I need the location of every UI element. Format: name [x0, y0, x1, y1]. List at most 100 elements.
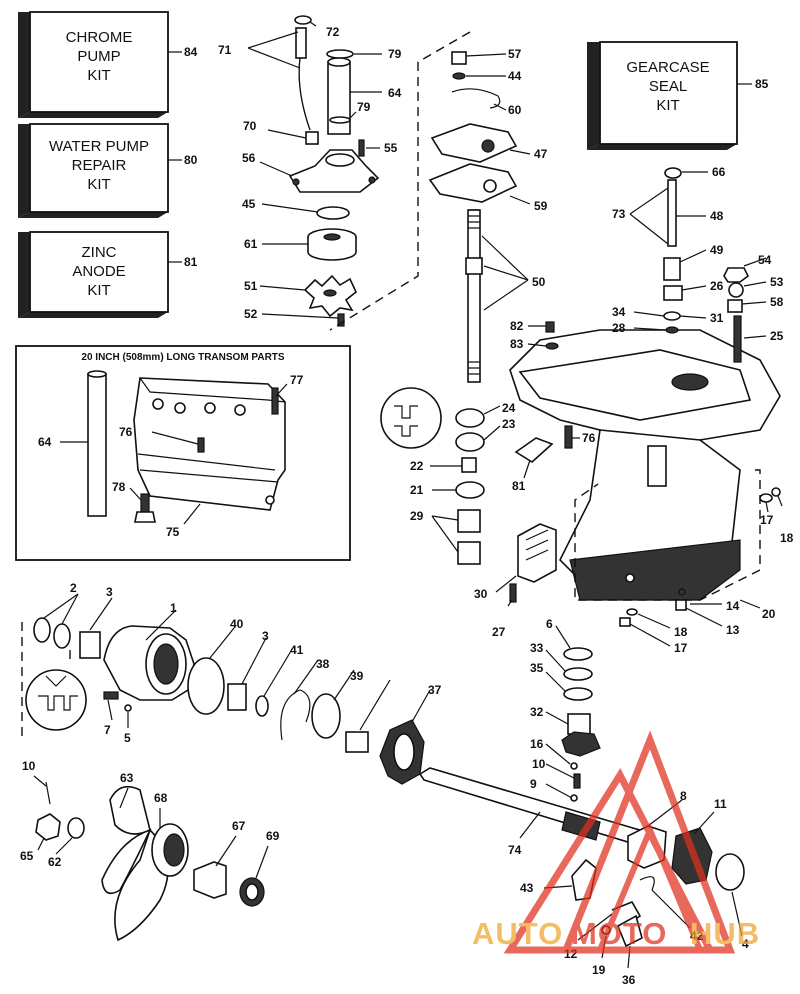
callout-label: 76 — [119, 425, 133, 439]
callout-label: 31 — [710, 311, 724, 325]
callout-label: 43 — [520, 881, 534, 895]
callout-label: 65 — [20, 849, 34, 863]
callout-label: 77 — [290, 373, 304, 387]
callout-label: 73 — [612, 207, 626, 221]
callout-label: 28 — [612, 321, 626, 335]
long-transom-inset: 20 INCH (508mm) LONG TRANSOM PARTS 77 76… — [15, 345, 351, 561]
callout-label: 23 — [502, 417, 516, 431]
callout-label: 44 — [508, 69, 522, 83]
callout-label: 20 — [762, 607, 776, 621]
watermark-text-hub: HUB — [690, 916, 760, 951]
callout-label: 60 — [508, 103, 522, 117]
callout-label: 2 — [70, 581, 77, 595]
callout-label: 1 — [170, 601, 177, 615]
callout-label: 16 — [530, 737, 544, 751]
callout-label: 36 — [622, 973, 636, 987]
water-pump-group — [247, 15, 382, 327]
callout-label: 19 — [592, 963, 606, 977]
callout-label: 24 — [502, 401, 516, 415]
driveshaft-group — [428, 51, 531, 383]
callout-label: 11 — [714, 797, 727, 811]
callout-label: 32 — [530, 705, 544, 719]
callout-label: 22 — [410, 459, 424, 473]
callout-label: 10 — [532, 757, 546, 771]
dashed-assembly-line — [329, 31, 471, 331]
tube-part — [87, 373, 107, 517]
kit-line: KIT — [87, 176, 110, 193]
gearcase-housing — [509, 329, 781, 601]
callout-label: 47 — [534, 147, 548, 161]
kit-box-gearcase-seal: GEARCASE SEAL KIT 85 — [587, 41, 769, 150]
callout-label: 8 — [680, 789, 687, 803]
callout-label: 18 — [674, 625, 688, 639]
callout-label: 53 — [770, 275, 784, 289]
callout-label: 56 — [242, 151, 256, 165]
kit-line: CHROME — [66, 29, 133, 46]
callout-label: 9 — [530, 777, 537, 791]
callout-label: 51 — [244, 279, 258, 293]
callout-label: 82 — [510, 319, 524, 333]
callout-label: 30 — [474, 587, 488, 601]
callout-label: 18 — [780, 531, 794, 545]
callout-label: 59 — [534, 199, 548, 213]
callout-label: 4 — [742, 937, 749, 951]
callout-label: 21 — [410, 483, 424, 497]
kit-box-water-pump-repair: WATER PUMP REPAIR KIT 80 — [18, 123, 198, 218]
bearing-group — [380, 321, 783, 647]
callout-label: 67 — [232, 819, 246, 833]
callout-label: 27 — [492, 625, 506, 639]
shift-rod-group — [629, 167, 767, 363]
callout-label: 13 — [726, 623, 740, 637]
callout-label: 37 — [428, 683, 442, 697]
extension-housing — [133, 377, 286, 511]
callout-label: 83 — [510, 337, 524, 351]
callout-label: 26 — [710, 279, 724, 293]
watermark-text-moto: MOTO — [571, 916, 667, 951]
callout-label: 25 — [770, 329, 784, 343]
callout-label: 55 — [384, 141, 398, 155]
callout-label: 3 — [106, 585, 113, 599]
kit-line: WATER PUMP — [49, 138, 149, 155]
kit-box-chrome-pump: CHROME PUMP KIT 84 — [18, 11, 198, 118]
watermark-text-auto: AUTO — [472, 916, 563, 951]
kit-box-zinc-anode: ZINC ANODE KIT 81 — [18, 231, 198, 318]
callout-label: 69 — [266, 829, 280, 843]
callout-label: 7 — [104, 723, 111, 737]
callout-label: 64 — [38, 435, 52, 449]
kit-number: 80 — [184, 153, 198, 167]
callout-label: 81 — [512, 479, 526, 493]
kit-line: GEARCASE — [626, 59, 709, 76]
callout-label: 52 — [244, 307, 258, 321]
callout-label: 29 — [410, 509, 424, 523]
callout-label: 17 — [674, 641, 688, 655]
callout-label: 58 — [770, 295, 784, 309]
transom-inset-title: 20 INCH (508mm) LONG TRANSOM PARTS — [81, 352, 285, 363]
callout-label: 76 — [582, 431, 596, 445]
callout-label: 54 — [758, 253, 772, 267]
callout-label: 17 — [760, 513, 774, 527]
callout-label: 50 — [532, 275, 546, 289]
kit-line: ANODE — [72, 263, 125, 280]
callout-label: 49 — [710, 243, 724, 257]
callout-label: 39 — [350, 669, 364, 683]
callout-label: 64 — [388, 86, 402, 100]
kit-line: SEAL — [649, 78, 687, 95]
watermark-logo: AUTO MOTO HUB — [472, 730, 760, 954]
kit-number: 81 — [184, 255, 198, 269]
callout-label: 5 — [124, 731, 131, 745]
callout-label: 48 — [710, 209, 724, 223]
callout-label: 74 — [508, 843, 522, 857]
callout-label: 62 — [48, 855, 62, 869]
kit-line: KIT — [656, 97, 679, 114]
callout-label: 79 — [388, 47, 402, 61]
kit-line: KIT — [87, 67, 110, 84]
callout-label: 38 — [316, 657, 330, 671]
kit-line: KIT — [87, 282, 110, 299]
callout-label: 45 — [242, 197, 256, 211]
callout-label: 33 — [530, 641, 544, 655]
callout-label: 40 — [230, 617, 244, 631]
kit-number: 84 — [184, 45, 198, 59]
callout-label: 78 — [112, 480, 126, 494]
